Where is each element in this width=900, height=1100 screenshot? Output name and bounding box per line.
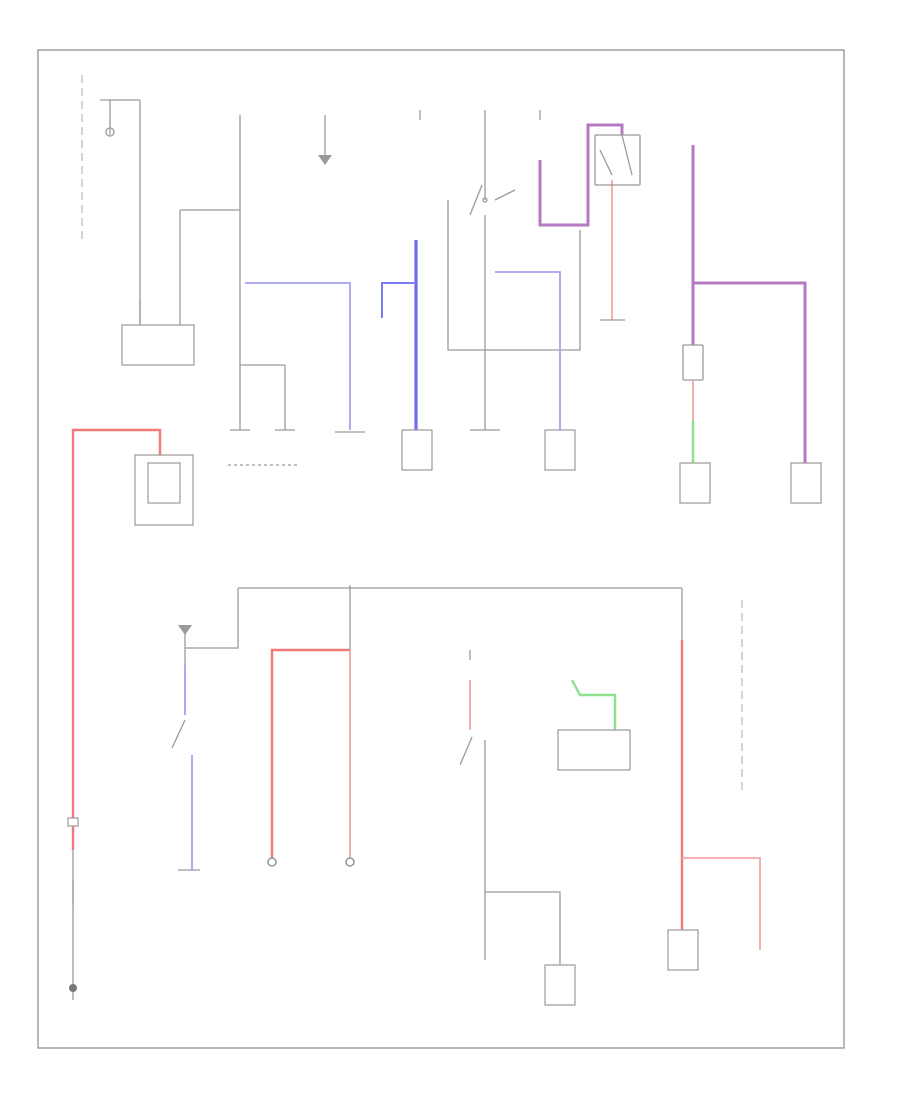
ac-compressor-connector: [544, 964, 576, 1006]
bottom-right-red-group: [667, 588, 761, 971]
center-column-group: [345, 585, 355, 867]
top-left-fuse-group: [81, 75, 141, 325]
battery-group: [67, 817, 79, 1000]
right-headlight-connector: [790, 462, 822, 504]
wire-purple-top: [538, 123, 624, 227]
ecm-connector: [401, 429, 433, 471]
ac-relay-group: [459, 650, 576, 1006]
bottom-left-switch-group: [171, 625, 200, 871]
green-wire-group: [557, 679, 631, 771]
wire-blue-relay: [245, 282, 351, 430]
wire-blue-blower: [495, 271, 561, 430]
blower-motor-connector: [544, 429, 576, 471]
right-purple-group: [679, 145, 822, 504]
generator-group: [121, 209, 240, 366]
fuse-box-left: [134, 454, 194, 526]
horn-connector: [667, 929, 699, 971]
condenser-fan-relay-group: [594, 134, 641, 321]
ignition-switch-group: [419, 110, 581, 431]
engine-control-relay-group: [228, 115, 298, 466]
diagram-frame: [37, 49, 845, 1049]
wire-red-horn: [270, 648, 350, 858]
module-box: [557, 729, 631, 771]
generator-box: [121, 324, 195, 366]
left-headlight-connector: [679, 462, 711, 504]
ecm-group: [381, 240, 433, 471]
fuse-arrow-group: [318, 115, 332, 165]
wire-red-battery: [71, 428, 162, 850]
